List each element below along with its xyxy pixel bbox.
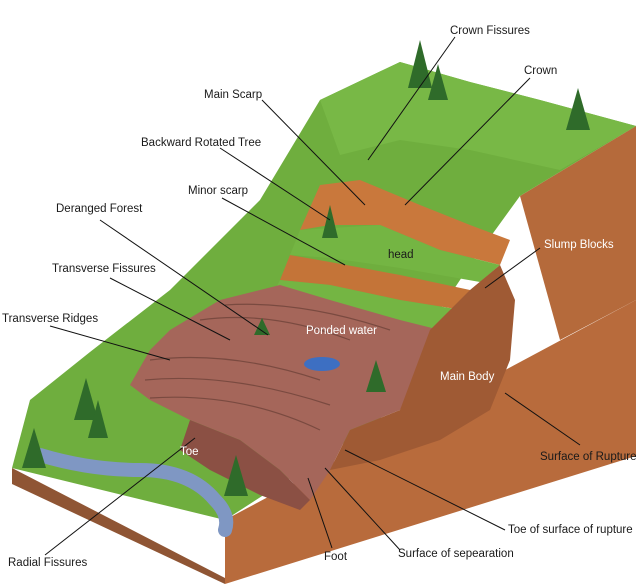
label-head: head bbox=[388, 249, 414, 261]
label-ponded-water: Ponded water bbox=[306, 325, 377, 337]
lower-terrace bbox=[270, 280, 462, 330]
tree-icon bbox=[408, 40, 432, 88]
block-front-face bbox=[12, 468, 225, 584]
label-surface-of-separation: Surface of sepearation bbox=[398, 548, 514, 560]
label-transverse-fissures: Transverse Fissures bbox=[52, 263, 156, 275]
tree-icon bbox=[322, 205, 338, 238]
tree-icon bbox=[88, 400, 108, 438]
label-slump-blocks: Slump Blocks bbox=[544, 239, 614, 251]
crown-grass bbox=[320, 62, 636, 170]
label-surface-of-rupture: Surface of Rupture bbox=[540, 451, 637, 463]
ponded-water bbox=[304, 357, 340, 371]
label-main-body: Main Body bbox=[440, 371, 495, 383]
label-deranged-forest: Deranged Forest bbox=[56, 203, 143, 215]
river bbox=[33, 448, 234, 537]
label-transverse-ridges: Transverse Ridges bbox=[2, 313, 98, 325]
tree-icon bbox=[224, 455, 248, 496]
transverse-ridge-lines bbox=[144, 303, 391, 431]
tree-icon bbox=[428, 64, 448, 100]
label-crown: Crown bbox=[524, 65, 557, 77]
main-body-mass bbox=[330, 265, 515, 470]
label-toe: Toe bbox=[180, 446, 199, 458]
label-toe-of-surface-of-rupture: Toe of surface of rupture bbox=[508, 524, 633, 536]
label-radial-fissures: Radial Fissures bbox=[8, 557, 87, 569]
tree-icon bbox=[22, 428, 46, 468]
block-right-face-edge bbox=[520, 126, 636, 340]
main-scarp-wall bbox=[300, 180, 510, 265]
label-main-scarp: Main Scarp bbox=[204, 89, 262, 101]
tree-icon bbox=[74, 378, 98, 420]
head-terrace bbox=[290, 225, 500, 282]
tree-icon bbox=[366, 360, 386, 392]
leader-lines bbox=[44, 36, 581, 556]
tree-icon bbox=[566, 88, 590, 130]
label-minor-scarp: Minor scarp bbox=[188, 185, 248, 197]
label-foot: Foot bbox=[324, 551, 348, 563]
minor-scarp-wall bbox=[280, 255, 470, 310]
trees bbox=[22, 40, 590, 496]
tree-icon bbox=[254, 318, 270, 335]
label-backward-rotated-tree: Backward Rotated Tree bbox=[141, 137, 261, 149]
toe-debris bbox=[180, 420, 310, 510]
label-crown-fissures: Crown Fissures bbox=[450, 25, 530, 37]
